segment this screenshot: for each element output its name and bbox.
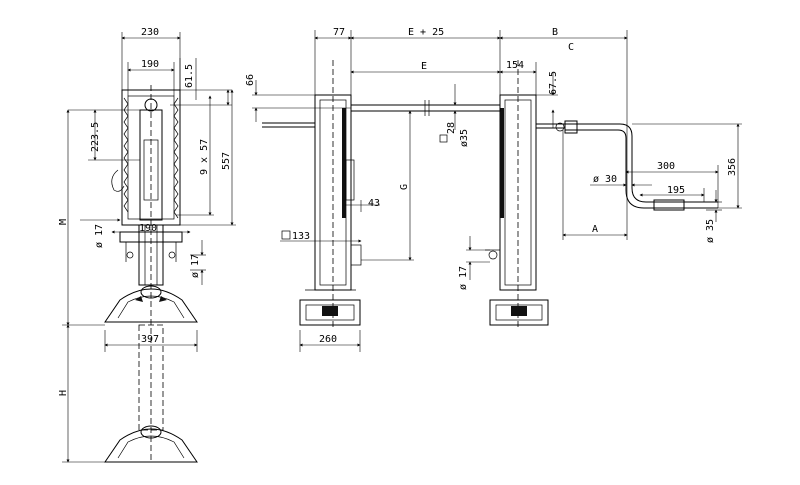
dim-phi35-center: ø35 <box>459 129 470 147</box>
crank-handle <box>565 123 718 203</box>
dim-9x57: 9 x 57 <box>199 139 210 175</box>
dim-557: 557 <box>221 152 232 170</box>
dim-phi17: ø 17 <box>94 224 105 248</box>
dim-77: 77 <box>333 27 345 38</box>
left-foot <box>104 288 198 323</box>
center-right-foot <box>489 299 549 326</box>
dim-61-5: 61.5 <box>184 64 195 88</box>
dim-195: 195 <box>667 185 685 196</box>
dim-M: M <box>58 219 69 225</box>
dim-397: 397 <box>141 334 159 345</box>
dim-300: 300 <box>657 161 675 172</box>
dim-G: G <box>399 184 410 190</box>
dim-260: 260 <box>319 334 337 345</box>
dim-phi17-center: ø 17 <box>458 266 469 290</box>
left-view: 230 190 61.5 223.5 9 x 57 557 M ø 17 190… <box>58 27 236 463</box>
dim-sq133: 133 <box>292 231 310 242</box>
dim-C: C <box>568 42 574 53</box>
dim-190-top: 190 <box>141 59 159 70</box>
dim-H: H <box>58 390 69 396</box>
dim-154: 154 <box>506 60 524 71</box>
dim-A: A <box>592 224 598 235</box>
dim-B: B <box>552 27 558 38</box>
dim-phi35-right: ø 35 <box>705 219 716 243</box>
dim-190-mid: 190 <box>139 223 157 234</box>
dim-43: 43 <box>368 198 380 209</box>
dim-17-right: ø 17 <box>190 254 201 278</box>
dim-phi30: ø 30 <box>593 174 617 185</box>
left-foot-lowered <box>104 428 198 463</box>
crossbar <box>350 104 501 112</box>
dim-67-5: 67.5 <box>548 71 559 95</box>
dim-230: 230 <box>141 27 159 38</box>
dim-sq28: 28 <box>446 122 457 134</box>
dim-223-5: 223.5 <box>90 122 101 152</box>
right-view: 356 300 195 ø 30 A ø 35 <box>555 120 742 243</box>
left-leg-tube <box>138 224 164 286</box>
center-view: 77 E + 25 B C E 154 67.5 66 28 ø35 G 43 <box>245 27 628 352</box>
dim-66: 66 <box>245 74 256 86</box>
center-left-foot <box>299 299 361 326</box>
dim-E-plus-25: E + 25 <box>408 27 444 38</box>
dim-356: 356 <box>727 158 738 176</box>
dim-E: E <box>421 61 427 72</box>
